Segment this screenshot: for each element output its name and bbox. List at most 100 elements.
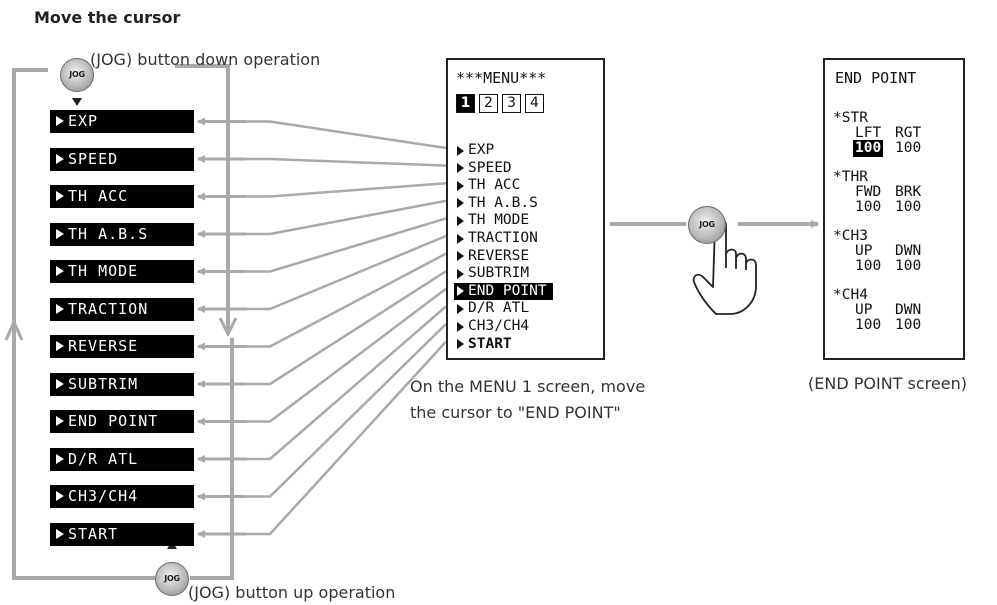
menu-item-label: SUBTRIM xyxy=(68,374,139,393)
menu-caption-line2: the cursor to "END POINT" xyxy=(410,403,621,422)
cursor-triangle-icon xyxy=(56,228,64,239)
down-loop-arrowhead xyxy=(218,317,238,338)
menu-item-subtrim: SUBTRIM xyxy=(50,372,194,396)
menu-item-label: START xyxy=(68,524,119,543)
menu-screen-item-label: START xyxy=(468,335,512,352)
cursor-triangle-icon xyxy=(56,153,64,164)
jog-button-icon[interactable]: JOG xyxy=(60,58,94,92)
menu-item-label: END POINT xyxy=(68,412,159,430)
menu-header: ***MENU*** xyxy=(456,69,547,87)
menu-screen-item-speed: SPEED xyxy=(454,160,518,177)
jog-up-caption: (JOG) button up operation xyxy=(188,583,396,602)
menu-screen-item-start: START xyxy=(454,336,518,353)
menu-item-label: SPEED xyxy=(68,149,119,168)
menu-screen-item-traction: TRACTION xyxy=(454,230,544,247)
cursor-triangle-icon xyxy=(56,491,64,501)
right-value: 100 xyxy=(895,199,922,215)
menu-item-label: TH A.B.S xyxy=(68,224,149,243)
menu-item-traction: TRACTION xyxy=(50,297,194,321)
menu-screen-item-label: REVERSE xyxy=(468,247,530,264)
menu-caption-line1: On the MENU 1 screen, move xyxy=(410,377,646,396)
jog-label: JOG xyxy=(164,574,180,583)
menu-screen-item-label: CH3/CH4 xyxy=(468,318,530,334)
jog-label: JOG xyxy=(699,220,715,229)
section-name: *CH3 xyxy=(833,228,868,244)
cursor-triangle-icon xyxy=(457,321,464,332)
menu-item-label: TH ACC xyxy=(68,187,129,205)
menu-screen-item-label: TRACTION xyxy=(468,230,538,246)
end-point-caption: (END POINT screen) xyxy=(808,374,967,393)
menu-item-label: TRACTION xyxy=(68,299,149,318)
cursor-triangle-icon xyxy=(457,233,464,244)
right-label: DWN xyxy=(895,243,922,259)
cursor-triangle-icon xyxy=(457,145,464,156)
cursor-triangle-icon xyxy=(457,180,464,191)
jog-down-pointer xyxy=(72,98,82,106)
menu-caption: On the MENU 1 screen, move the cursor to… xyxy=(410,374,645,426)
menu-screen-item-label: SPEED xyxy=(468,159,512,176)
menu-screen-item-th-acc: TH ACC xyxy=(454,177,526,194)
menu-item-start: START xyxy=(50,522,194,546)
menu-item-end-point: END POINT xyxy=(50,410,194,433)
page-box-4: 4 xyxy=(525,94,544,113)
cursor-triangle-icon xyxy=(457,163,464,174)
down-loop-line xyxy=(175,64,230,330)
menu-item-label: REVERSE xyxy=(68,337,139,355)
fan-line xyxy=(246,287,447,423)
end-point-title: END POINT xyxy=(835,69,917,87)
menu-screen-item-th-mode: TH MODE xyxy=(454,212,535,229)
up-loop-arrowhead xyxy=(4,318,24,341)
menu-screen-item-exp: EXP xyxy=(454,142,500,159)
cursor-triangle-icon xyxy=(56,303,64,314)
right-label: DWN xyxy=(895,302,922,318)
menu-screen-item-d-r-atl: D/R ATL xyxy=(454,300,535,317)
menu-screen-item-label: EXP xyxy=(468,142,495,158)
menu-item-label: D/R ATL xyxy=(68,449,139,468)
left-value: 100 xyxy=(855,199,882,215)
left-label: LFT xyxy=(855,125,882,141)
cursor-triangle-icon xyxy=(56,378,64,389)
right-label: BRK xyxy=(895,184,922,200)
cursor-triangle-icon xyxy=(56,266,64,276)
menu-item-th-mode: TH MODE xyxy=(50,260,194,283)
page-box-2: 2 xyxy=(479,94,498,113)
fan-line xyxy=(246,305,447,461)
menu-screen-item-label: TH A.B.S xyxy=(468,194,538,211)
menu-screen-item-label: SUBTRIM xyxy=(468,265,530,282)
cursor-triangle-icon xyxy=(56,416,64,426)
menu-screen-item-label: TH MODE xyxy=(468,212,530,229)
right-label: RGT xyxy=(895,125,922,141)
menu-item-d-r-atl: D/R ATL xyxy=(50,447,194,471)
menu-item-th-acc: TH ACC xyxy=(50,185,194,208)
left-label: UP xyxy=(855,243,873,259)
menu-screen-item-label: D/R ATL xyxy=(468,300,530,317)
jog-button-icon[interactable]: JOG xyxy=(688,206,726,244)
jog-down-caption: (JOG) button down operation xyxy=(90,50,321,69)
fan-line xyxy=(246,323,447,498)
fan-line xyxy=(246,120,447,150)
fan-line xyxy=(246,252,447,348)
page-box-3: 3 xyxy=(502,94,521,113)
cursor-triangle-icon xyxy=(457,286,464,297)
menu-item-ch3-ch4: CH3/CH4 xyxy=(50,485,194,508)
left-label: FWD xyxy=(855,184,882,200)
right-value: 100 xyxy=(895,140,922,156)
left-value: 100 xyxy=(855,258,882,274)
menu-item-label: EXP xyxy=(68,112,99,130)
jog-label: JOG xyxy=(69,70,85,79)
menu-item-exp: EXP xyxy=(50,110,194,133)
menu-screen-item-label: TH ACC xyxy=(468,177,521,194)
fan-line xyxy=(246,217,447,273)
section-name: *THR xyxy=(833,169,868,185)
menu-screen-item-reverse: REVERSE xyxy=(454,248,535,265)
cursor-triangle-icon xyxy=(56,341,64,351)
cursor-triangle-icon xyxy=(56,528,64,539)
jog-button-icon[interactable]: JOG xyxy=(155,562,189,596)
fan-line xyxy=(246,181,447,198)
left-label: UP xyxy=(855,302,873,318)
page-title: Move the cursor xyxy=(34,8,181,27)
menu-screen-item-end-point: END POINT xyxy=(454,282,553,300)
menu-item-th-a-b-s: TH A.B.S xyxy=(50,222,194,246)
